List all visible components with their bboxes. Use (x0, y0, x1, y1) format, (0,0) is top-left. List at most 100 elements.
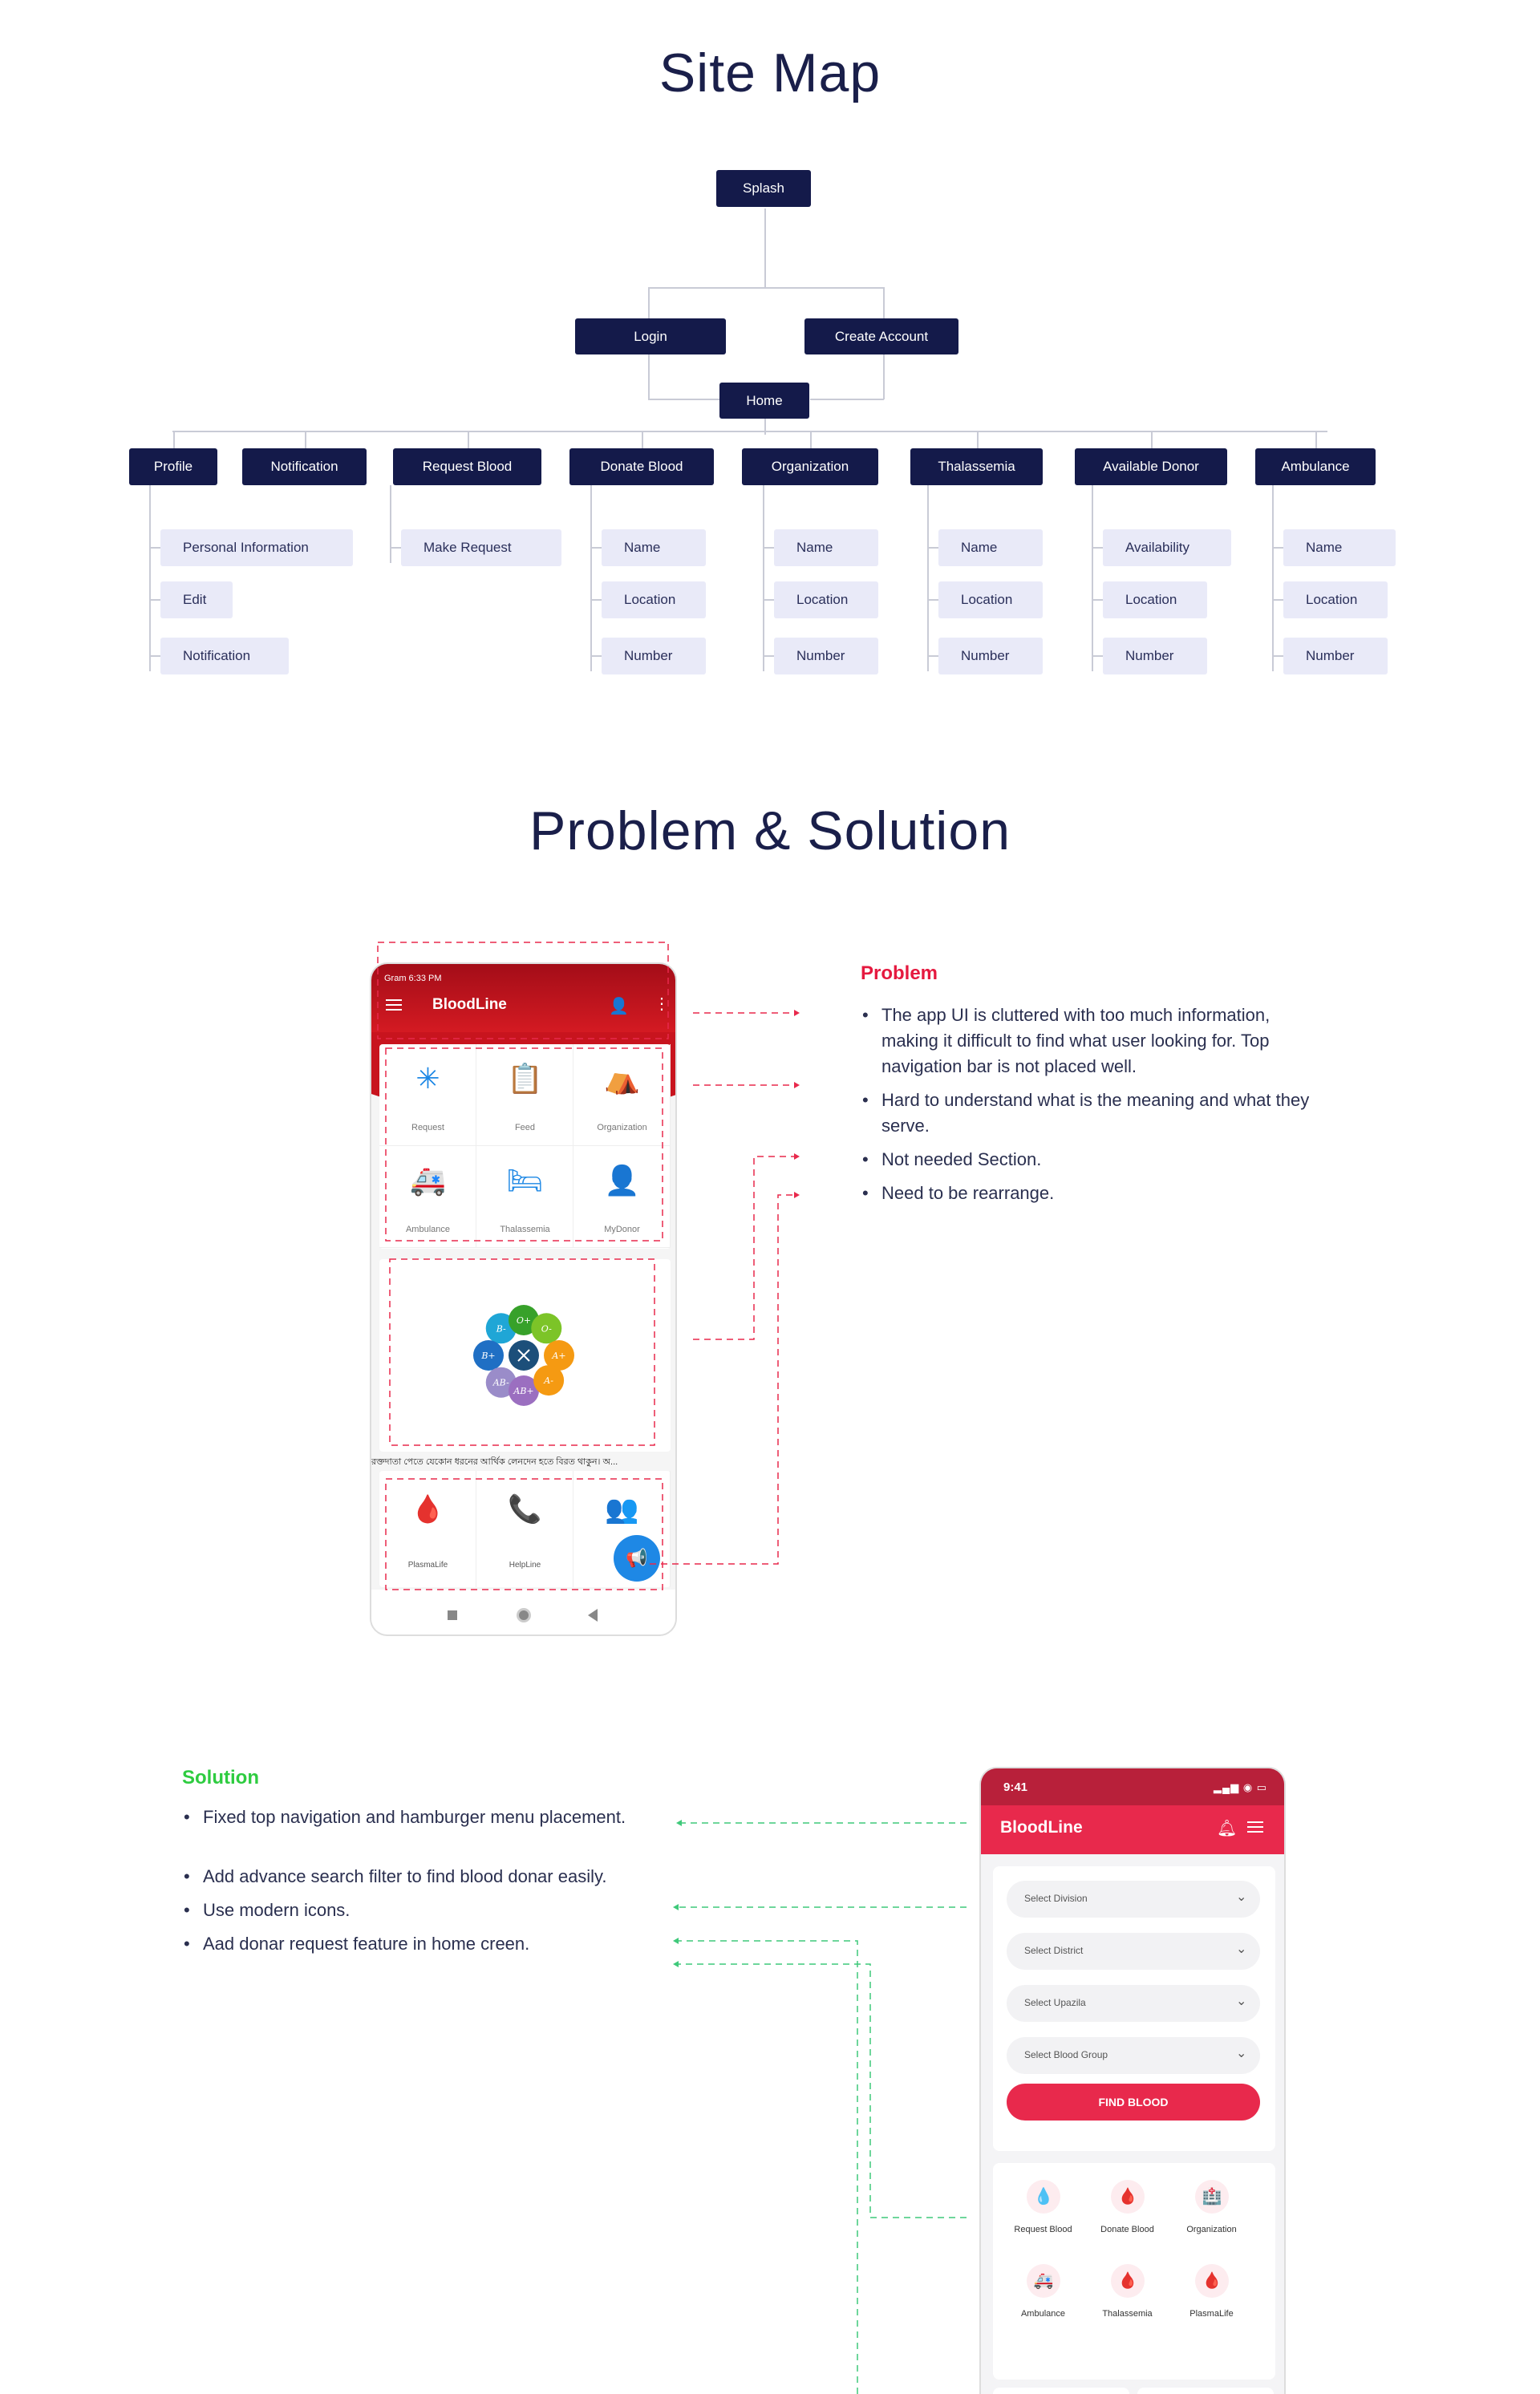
home-grid-item[interactable]: 🩸PlasmaLife (1169, 2259, 1254, 2339)
select-label: Select District (1024, 1945, 1084, 1956)
sitemap-subnode: Edit (160, 581, 233, 618)
sitemap-node-available-donor: Available Donor (1075, 448, 1227, 485)
old-grid-label: Request (411, 1123, 444, 1132)
problem-solution-title: Problem & Solution (529, 800, 1011, 861)
old-grid-item[interactable]: 👤MyDonor (573, 1146, 671, 1248)
close-mark (517, 1349, 530, 1362)
sitemap-subnode: Location (602, 581, 706, 618)
problem-heading: Problem (861, 962, 938, 984)
old-grid-label: Ambulance (405, 1225, 451, 1234)
blood-group-label: B- (496, 1323, 506, 1334)
sitemap-subnode: Number (1283, 638, 1388, 674)
blood-group-B+[interactable] (473, 1340, 504, 1371)
blood-group-label: A- (543, 1375, 553, 1386)
sitemap-title: Site Map (659, 43, 881, 103)
blood-group-label: AB+ (513, 1386, 533, 1396)
blood-group-O-[interactable] (531, 1313, 562, 1344)
old-bottom-item[interactable]: 👥Volu (573, 1471, 671, 1587)
sitemap-subnode: Name (1283, 529, 1396, 566)
solution-point: Use modern icons. (182, 1898, 663, 1923)
old-grid-icon: 🛏 (506, 1164, 544, 1197)
old-more-icon[interactable]: ⋮ (654, 995, 670, 1013)
home-grid-item[interactable]: 🏥 Organization (1169, 2175, 1254, 2255)
create-account-node: Create Account (804, 318, 958, 354)
solution-point: Fixed top navigation and hamburger menu … (182, 1805, 663, 1830)
new-status-time: 9:41 (1003, 1780, 1028, 1794)
old-grid-icon: 📋 (507, 1062, 543, 1095)
solution-heading: Solution (182, 1767, 259, 1788)
sitemap-subnode: Name (774, 529, 878, 566)
home-grid-label: Organization (1186, 2225, 1237, 2234)
old-bottom-label: PlasmaLife (407, 1561, 448, 1570)
stat-card: 👥︎Total Donor (1137, 2388, 1274, 2394)
hamburger-icon[interactable] (1247, 1821, 1263, 1833)
select-label: Select Upazila (1024, 1997, 1086, 2008)
blood-group-label: AB- (492, 1378, 509, 1388)
old-bottom-icon: 🩸 (411, 1494, 445, 1525)
bell-icon[interactable]: 🔔︎ (1217, 1820, 1238, 1837)
sitemap-subnode: Name (602, 529, 706, 566)
new-app-title: BloodLine (1000, 1818, 1083, 1837)
new-app-screenshot: 9:41 ▂▄▆ ◉ ▭ BloodLine 🔔︎ Select Divisio… (979, 1767, 1286, 2394)
sitemap-subnode: Location (1283, 581, 1388, 618)
home-node: Home (719, 383, 809, 419)
sitemap-subnode: Location (938, 581, 1043, 618)
old-grid-item[interactable]: 🛏 Thalassemia (476, 1146, 573, 1248)
blood-group-AB+[interactable] (509, 1375, 539, 1406)
sitemap-node-profile: Profile (129, 448, 217, 485)
stat-card: 👥︎Total User (993, 2388, 1129, 2394)
find-blood-button[interactable]: FIND BLOOD (1007, 2084, 1260, 2121)
splash-node: Splash (716, 170, 811, 207)
chevron-down-icon: ⌄ (1236, 1890, 1247, 1904)
nav-back-icon[interactable] (588, 1609, 598, 1622)
sitemap-subnode: Notification (160, 638, 289, 674)
old-app-title: BloodLine (432, 996, 507, 1013)
select-dropdown[interactable]: Select Blood Group⌄ (1007, 2037, 1260, 2074)
sitemap-node-thalassemia: Thalassemia (910, 448, 1043, 485)
home-grid-label: PlasmaLife (1189, 2309, 1234, 2319)
sitemap-node-ambulance: Ambulance (1255, 448, 1376, 485)
problem-point: Need to be rearrange. (861, 1181, 1326, 1206)
blood-group-A-[interactable] (533, 1365, 565, 1396)
old-bottom-item[interactable]: 🩸 PlasmaLife (379, 1471, 476, 1587)
old-status-bar: Gram 6:33 PM (384, 974, 442, 983)
select-label: Select Blood Group (1024, 2049, 1108, 2060)
announce-fab-icon[interactable]: 📢 (614, 1535, 660, 1582)
old-grid-item[interactable]: 📋 Feed (476, 1044, 573, 1146)
blood-group-label: O+ (517, 1315, 531, 1326)
old-grid-item[interactable]: ✳Request (379, 1044, 476, 1146)
problem-point: The app UI is cluttered with too much in… (861, 1003, 1326, 1080)
nav-circle-icon[interactable] (517, 1608, 531, 1622)
select-dropdown[interactable]: Select Division⌄ (1007, 1881, 1260, 1918)
home-grid-icon: 🏥 (1195, 2180, 1229, 2214)
old-grid-icon: ⛺ (604, 1062, 640, 1095)
signal-icon: ▂▄▆ ◉ ▭ (1214, 1781, 1268, 1793)
home-grid-item[interactable]: 🚑Ambulance (1001, 2259, 1085, 2339)
sitemap-subnode: Number (1103, 638, 1207, 674)
old-profile-icon[interactable]: 👤 (609, 998, 629, 1015)
home-grid-label: Donate Blood (1100, 2225, 1154, 2234)
select-dropdown[interactable]: Select Upazila⌄ (1007, 1985, 1260, 2022)
home-grid-item[interactable]: 💧Request Blood (1001, 2175, 1085, 2255)
home-grid-label: Ambulance (1020, 2309, 1066, 2319)
old-hamburger-icon[interactable] (386, 999, 402, 1011)
select-dropdown[interactable]: Select District⌄ (1007, 1933, 1260, 1970)
home-grid-item[interactable]: 🩸Thalassemia (1085, 2259, 1169, 2339)
blood-group-A+[interactable] (544, 1340, 574, 1371)
nav-square-icon[interactable] (448, 1610, 457, 1620)
sitemap-subnode: Location (774, 581, 878, 618)
home-grid-item[interactable]: 🩸Donate Blood (1085, 2175, 1169, 2255)
sitemap-subnode: Location (1103, 581, 1207, 618)
sitemap-node-request-blood: Request Blood (393, 448, 541, 485)
solution-point: Aad donar request feature in home creen. (182, 1931, 663, 1957)
old-grid-item[interactable]: 🚑Ambulance (379, 1146, 476, 1248)
old-grid-label: Thalassemia (500, 1225, 550, 1234)
sitemap-subnode: Availability (1103, 529, 1231, 566)
problem-point: Hard to understand what is the meaning a… (861, 1088, 1326, 1139)
solution-point: Add advance search filter to find blood … (182, 1864, 663, 1890)
old-bottom-item[interactable]: 📞HelpLine (476, 1471, 573, 1587)
old-bottom-icon: 📞 (508, 1494, 542, 1525)
old-grid-item[interactable]: ⛺Organization (573, 1044, 671, 1146)
old-grid-label: Feed (514, 1123, 536, 1132)
